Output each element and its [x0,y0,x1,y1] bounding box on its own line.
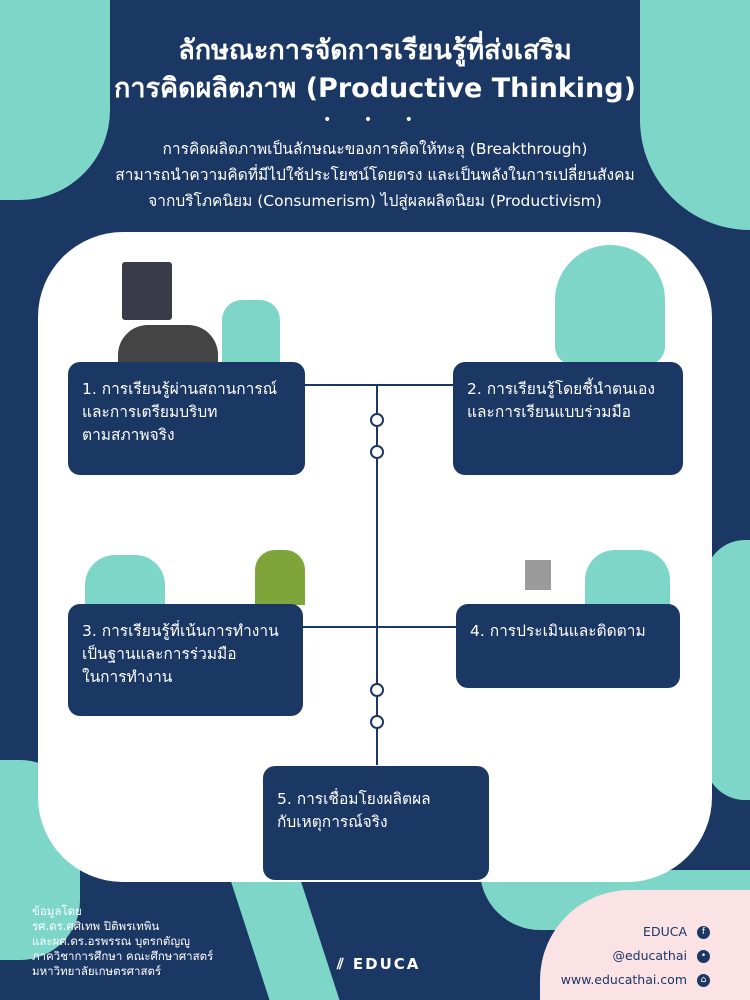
head-brain-illustration [555,245,665,365]
subtitle-line: สามารถนำความคิดที่มีไปใช้ประโยชน์โดยตรง … [115,166,635,184]
item-text: และการเตรียมบริบท [82,403,218,421]
item-1-box: 1. การเรียนรู้ผ่านสถานการณ์ และการเตรียม… [68,362,305,475]
item-2-box: 2. การเรียนรู้โดยชี้นำตนเอง และการเรียนแ… [453,362,683,475]
website-link[interactable]: www.educathai.com ⌂ [561,968,710,992]
student-illustration [222,300,280,364]
credit-line: และผศ.ดร.อรพรรณ บุตรกตัญญู [32,934,190,948]
item-text: กับเหตุการณ์จริง [277,813,388,831]
assessor-illustration [585,550,670,605]
audience-illustration [118,325,218,365]
website-label: www.educathai.com [560,972,687,987]
item-text: 5. การเชื่อมโยงผลิตผล [277,790,431,808]
home-icon: ⌂ [697,974,710,987]
timeline-node [370,445,384,459]
credit-line: รศ.ดร.ศศิเทพ ปิติพรเทพิน [32,919,160,933]
item-text: 4. การประเมินและติดตาม [470,622,646,640]
item-4-box: 4. การประเมินและติดตาม [456,604,680,688]
bg-blob-right [705,540,750,800]
worker-illustration [255,550,305,605]
item-5-box: 5. การเชื่อมโยงผลิตผล กับเหตุการณ์จริง [263,766,489,880]
timeline-vertical [376,385,378,765]
item-text: 3. การเรียนรู้ที่เน้นการทำงาน [82,622,279,640]
subtitle: การคิดผลิตภาพเป็นลักษณะของการคิดให้ทะลุ … [0,136,750,214]
line-link[interactable]: @educathai • [561,944,710,968]
social-links: EDUCA f @educathai • www.educathai.com ⌂ [561,920,710,992]
timeline-branch-top [300,384,456,386]
credit-line: ข้อมูลโดย [32,904,82,918]
dots-divider: • • • [323,112,427,128]
item-text: ในการทำงาน [82,668,173,686]
item-text: และการเรียนแบบร่วมมือ [467,403,631,421]
credit-line: มหาวิทยาลัยเกษตรศาสตร์ [32,964,162,978]
item-3-box: 3. การเรียนรู้ที่เน้นการทำงาน เป็นฐานและ… [68,604,303,716]
timeline-node [370,683,384,697]
title-line: ลักษณะการจัดการเรียนรู้ที่ส่งเสริม [178,35,572,66]
credit-line: ภาควิชาการศึกษา คณะศึกษาศาสตร์ [32,949,214,963]
credits: ข้อมูลโดย รศ.ดร.ศศิเทพ ปิติพรเทพิน และผศ… [32,904,213,979]
timeline-node [370,413,384,427]
presentation-board-illustration [122,262,172,320]
timeline-branch-middle [300,626,460,628]
educa-logo-icon: ⫽ [337,955,353,973]
title-line: การคิดผลิตภาพ (Productive Thinking) [114,73,636,104]
timeline-node [370,715,384,729]
subtitle-line: จากบริโภคนิยม (Consumerism) ไปสู่ผลผลิตน… [148,192,602,210]
line-label: @educathai [612,948,687,963]
students-laptop-illustration [85,555,165,605]
bg-pink-corner [540,890,750,1000]
item-text: 1. การเรียนรู้ผ่านสถานการณ์ [82,380,278,398]
clipboard-illustration [525,560,551,590]
page-title: ลักษณะการจัดการเรียนรู้ที่ส่งเสริม การคิ… [0,32,750,108]
bg-stripe-bottom [230,880,340,1000]
item-text: ตามสภาพจริง [82,426,175,444]
educa-logo: ⫽ EDUCA [337,955,420,973]
item-text: เป็นฐานและการร่วมมือ [82,645,237,663]
facebook-link[interactable]: EDUCA f [561,920,710,944]
logo-text: EDUCA [352,955,421,973]
facebook-icon: f [697,926,710,939]
facebook-label: EDUCA [643,924,687,939]
line-chat-icon: • [697,950,710,963]
item-text: 2. การเรียนรู้โดยชี้นำตนเอง [467,380,655,398]
subtitle-line: การคิดผลิตภาพเป็นลักษณะของการคิดให้ทะลุ … [162,140,588,158]
